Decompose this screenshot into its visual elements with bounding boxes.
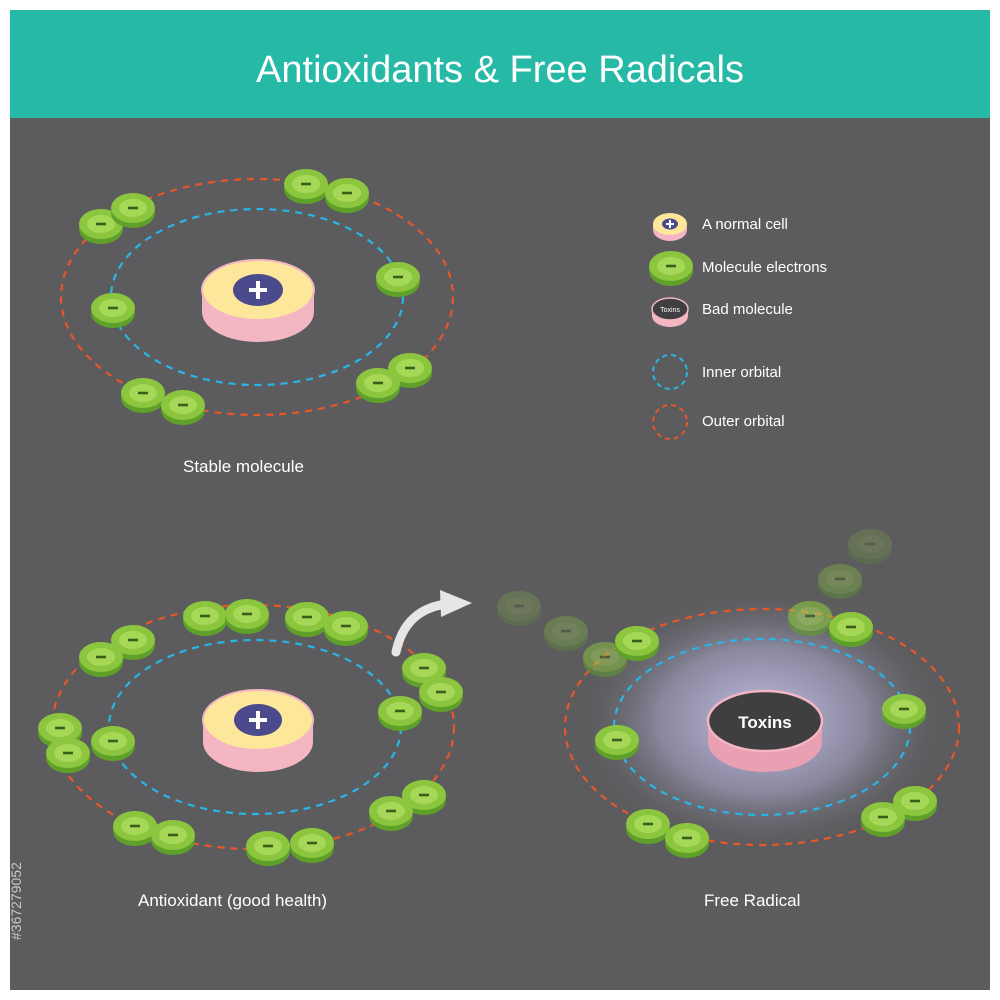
- escaping-electron: [497, 591, 541, 626]
- transfer-arrow: [391, 590, 472, 657]
- legend-toxins-badge: Toxins: [660, 307, 680, 314]
- stock-id-watermark: #367279052: [8, 862, 24, 940]
- electron: [111, 193, 155, 228]
- electron: [161, 390, 205, 425]
- escaping-electron: [544, 616, 588, 651]
- electron: [378, 696, 422, 731]
- legend-bad-molecule-icon: Toxins: [651, 297, 689, 327]
- electron: [369, 796, 413, 831]
- escaping-electron: [818, 564, 862, 599]
- electron: [285, 602, 329, 637]
- stable-molecule-label: Stable molecule: [183, 457, 304, 476]
- electron: [246, 831, 290, 866]
- radical-outer-orbital: [563, 607, 961, 847]
- free-radical: [497, 529, 961, 858]
- electron: [225, 599, 269, 634]
- electron: [324, 611, 368, 646]
- escaping-electron: [788, 601, 832, 636]
- electron: [626, 809, 670, 844]
- normal-cell: [202, 689, 314, 772]
- electron: [183, 601, 227, 636]
- electron: [595, 725, 639, 760]
- header-bar: Antioxidants & Free Radicals: [10, 10, 990, 118]
- page-title: Antioxidants & Free Radicals: [256, 49, 744, 91]
- electron: [91, 293, 135, 328]
- legend-normal-cell-icon: [653, 213, 687, 241]
- electron: [376, 262, 420, 297]
- stock-id-text: #367279052: [8, 862, 24, 940]
- electron: [615, 626, 659, 661]
- electron: [419, 677, 463, 712]
- stable-molecule: [59, 169, 455, 425]
- legend: Toxins: [649, 213, 693, 440]
- electron: [861, 802, 905, 837]
- legend-inner-orbital-label: Inner orbital: [702, 364, 782, 381]
- electron: [121, 378, 165, 413]
- antioxidant-label: Antioxidant (good health): [138, 891, 328, 910]
- normal-cell: [201, 259, 315, 342]
- antioxidant-molecule: [38, 599, 463, 866]
- toxin-core: [706, 689, 824, 772]
- legend-electron-icon: [649, 251, 693, 286]
- free-radical-label: Free Radical: [704, 891, 801, 910]
- stable-inner-orbital: [109, 207, 405, 387]
- electron: [79, 642, 123, 677]
- electron: [91, 726, 135, 761]
- electron: [290, 828, 334, 863]
- toxins-label: Toxins: [738, 713, 792, 732]
- escaping-electron: [848, 529, 892, 564]
- electron: [151, 820, 195, 855]
- legend-inner-orbital-icon: [652, 354, 688, 390]
- legend-normal-cell-label: A normal cell: [702, 216, 788, 233]
- electron: [829, 612, 873, 647]
- legend-bad-molecule-label: Bad molecule: [702, 301, 793, 318]
- legend-electrons-label: Molecule electrons: [702, 259, 828, 276]
- electron: [325, 178, 369, 213]
- electron: [284, 169, 328, 204]
- electron: [46, 738, 90, 773]
- legend-outer-orbital-label: Outer orbital: [702, 413, 785, 430]
- stable-outer-orbital: [59, 177, 455, 417]
- electron: [882, 694, 926, 729]
- electron: [356, 368, 400, 403]
- electron: [665, 823, 709, 858]
- legend-outer-orbital-icon: [652, 404, 688, 440]
- electron: [113, 811, 157, 846]
